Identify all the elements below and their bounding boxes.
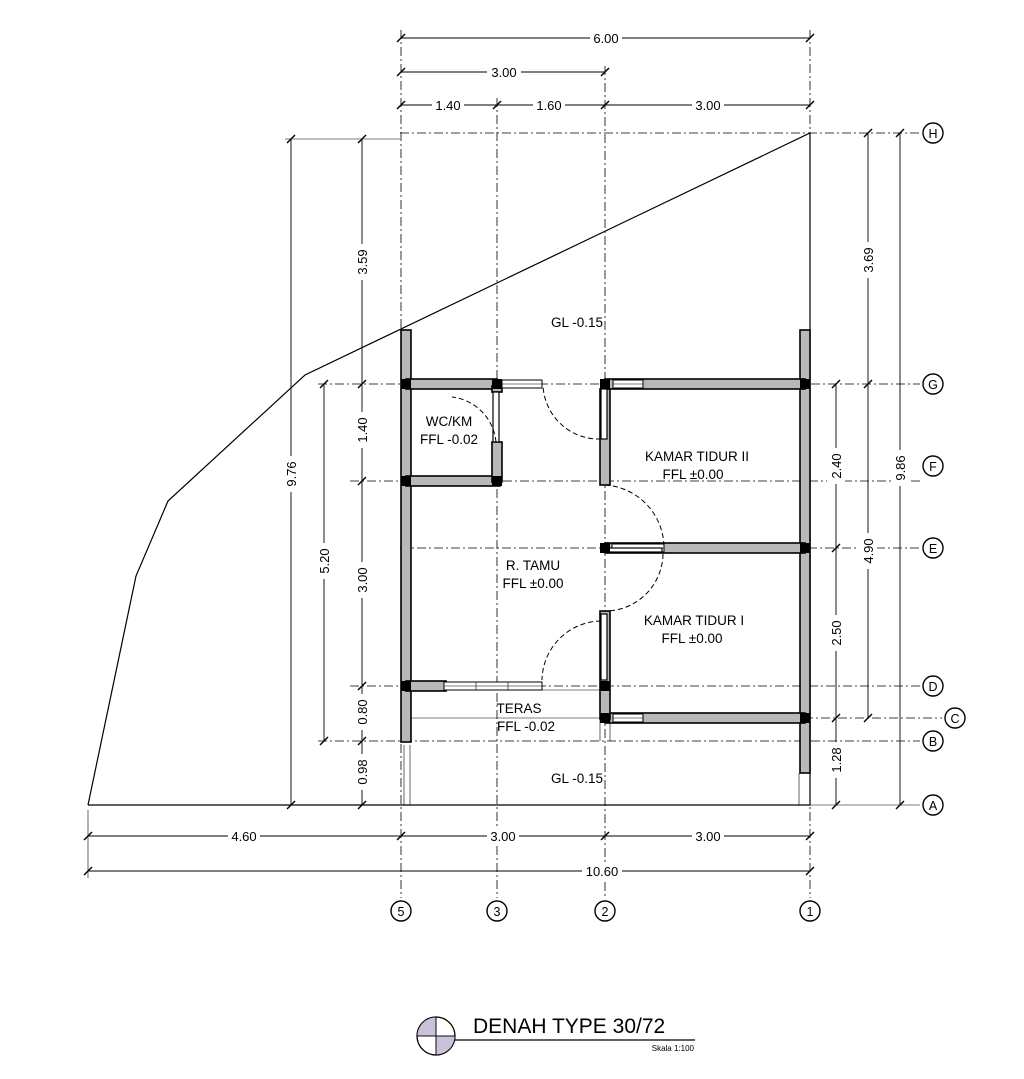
dim-left-e: 0.98	[355, 759, 370, 784]
grid-label-c: C	[950, 712, 959, 726]
columns	[401, 379, 810, 723]
grid-label-5: 5	[398, 905, 405, 919]
label-bedroom1-level: FFL ±0.00	[662, 631, 723, 646]
label-bedroom2-level: FFL ±0.00	[663, 467, 724, 482]
column	[800, 713, 810, 723]
dim-left-c: 3.00	[355, 567, 370, 592]
label-bedroom2-name: KAMAR TIDUR II	[645, 449, 749, 464]
door-leaf-wc	[492, 391, 500, 443]
grid-label-f: F	[929, 460, 937, 474]
label-bedroom1-name: KAMAR TIDUR I	[644, 613, 744, 628]
grid-label-b: B	[929, 735, 937, 749]
dim-top-c: 3.00	[695, 98, 720, 113]
column	[600, 543, 610, 553]
grid-label-a: A	[929, 799, 938, 813]
door-swing-bedroom1	[604, 553, 664, 612]
dim-left-b: 1.40	[355, 417, 370, 442]
column	[492, 476, 502, 486]
grid-label-g: G	[928, 378, 938, 392]
grid-col-bubbles: 5 3 2 1	[390, 900, 821, 922]
label-living-name: R. TAMU	[506, 558, 560, 573]
grid-label-e: E	[929, 542, 937, 556]
label-living-level: FFL ±0.00	[503, 576, 564, 591]
dim-right-a: 3.69	[861, 247, 876, 272]
title-block: DENAH TYPE 30/72 Skala 1:100	[416, 1015, 695, 1056]
door-leaf-entry	[600, 613, 608, 681]
wall-wc-top	[405, 378, 498, 390]
column	[492, 379, 502, 389]
grid-label-3: 3	[494, 905, 501, 919]
door-swing-bedroom2	[542, 384, 602, 440]
column	[401, 476, 411, 486]
dim-right-mid: 4.90	[861, 538, 876, 563]
grid-label-1: 1	[807, 905, 814, 919]
label-wc-name: WC/KM	[426, 414, 473, 429]
drawing-scale: Skala 1:100	[652, 1044, 695, 1053]
column	[800, 543, 810, 553]
wall-front-left	[405, 680, 447, 692]
room-labels: GL -0.15 WC/KM FFL -0.02 KAMAR TIDUR II …	[420, 315, 749, 786]
column	[600, 713, 610, 723]
grid-label-2: 2	[602, 905, 609, 919]
dim-bottom-total: 10.60	[586, 864, 619, 879]
bottom-dimensions: 4.60 3.00 3.00 10.60	[83, 810, 815, 879]
dim-top-a: 1.40	[435, 98, 460, 113]
door-swing-wc	[451, 396, 497, 443]
label-yard-top: GL -0.15	[551, 315, 603, 330]
title-symbol-icon	[416, 1016, 456, 1056]
grid-label-h: H	[928, 127, 937, 141]
doors	[410, 384, 665, 741]
door-leaf-middle	[605, 547, 663, 553]
grid-row-bubbles: H G F E D C B A	[922, 122, 966, 816]
wall-left	[400, 329, 412, 743]
column	[600, 379, 610, 389]
dim-left-total: 9.76	[284, 461, 299, 486]
dim-bottom-a: 4.60	[231, 829, 256, 844]
right-dimensions: 2.40 2.50 1.28 3.69 4.90 9.86	[810, 128, 920, 810]
grid-label-d: D	[928, 680, 937, 694]
wall-wc-bottom	[405, 475, 501, 487]
dim-right-d: 1.28	[829, 747, 844, 772]
door-leaf-bedroom2	[600, 388, 608, 440]
dim-top-b: 1.60	[536, 98, 561, 113]
top-dimensions: 6.00 3.00 1.40 1.60 3.00	[396, 30, 815, 113]
door-swing-entry	[541, 620, 602, 681]
label-wc-level: FFL -0.02	[420, 432, 478, 447]
column	[800, 379, 810, 389]
dim-left-mid: 5.20	[317, 548, 332, 573]
dim-right-c: 2.50	[829, 620, 844, 645]
dim-top-mid: 3.00	[491, 65, 516, 80]
column	[401, 379, 411, 389]
dim-left-a: 3.59	[355, 249, 370, 274]
column	[401, 681, 411, 691]
dim-bottom-c: 3.00	[695, 829, 720, 844]
door-swing-middle	[604, 484, 665, 549]
label-yard-bottom: GL -0.15	[551, 771, 603, 786]
label-terrace-level: FFL -0.02	[497, 719, 555, 734]
label-terrace-name: TERAS	[496, 701, 541, 716]
dim-left-d: 0.80	[355, 699, 370, 724]
dim-right-total: 9.86	[893, 455, 908, 480]
dim-right-b: 2.40	[829, 453, 844, 478]
dim-top-total: 6.00	[593, 31, 618, 46]
dim-bottom-b: 3.00	[490, 829, 515, 844]
column	[600, 681, 610, 691]
drawing-title: DENAH TYPE 30/72	[473, 1015, 665, 1038]
left-dimensions: 9.76 5.20 3.59 1.40 3.00 0.80 0.98	[282, 134, 400, 810]
